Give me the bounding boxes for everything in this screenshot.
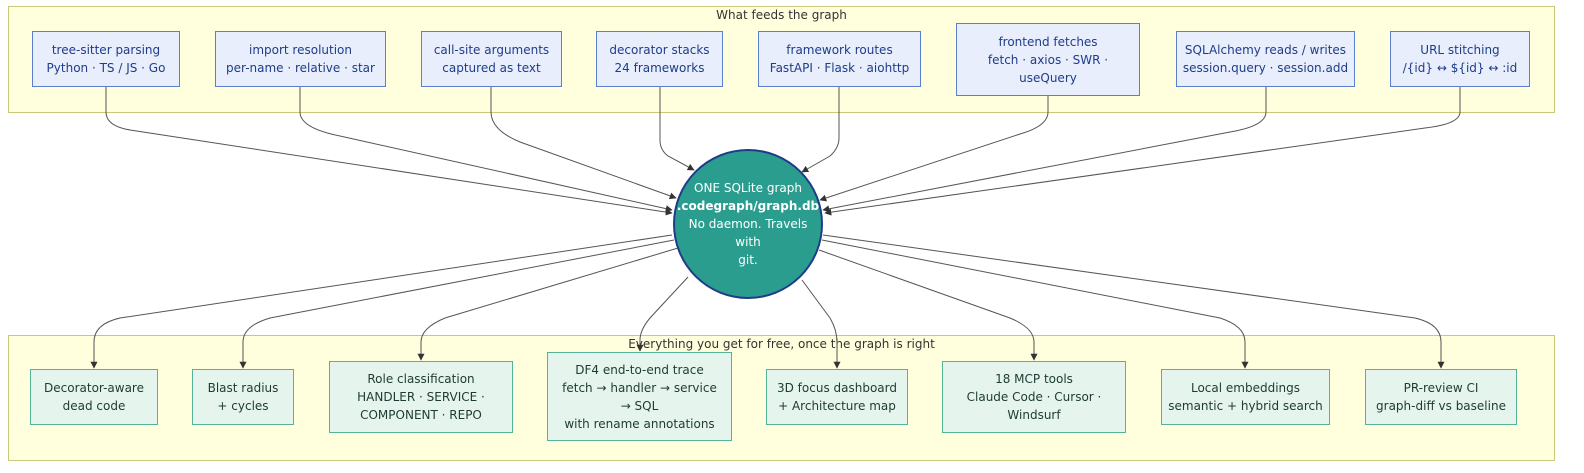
feed-node-line: import resolution <box>248 43 352 57</box>
feed-node-import-resolution: import resolution per-name · relative · … <box>215 31 386 87</box>
output-node-role-classification: Role classification HANDLER · SERVICE · … <box>329 361 513 433</box>
feed-node-line: decorator stacks <box>609 43 710 57</box>
output-node-line: DF4 end-to-end trace <box>575 362 704 377</box>
output-node-line: PR-review CI <box>1403 381 1479 395</box>
edge-out-2 <box>239 239 675 369</box>
feed-node-line: framework routes <box>786 43 893 57</box>
output-node-line: graph-diff vs baseline <box>1376 399 1506 413</box>
feed-node-line: Python · TS / JS · Go <box>46 61 166 75</box>
edge-out-1 <box>90 234 673 369</box>
feed-node-line: SQLAlchemy reads / writes <box>1184 43 1347 57</box>
output-node-line: 18 MCP tools <box>995 372 1073 386</box>
edge-out-6 <box>818 249 1038 361</box>
feeds-group-title: What feeds the graph <box>716 8 847 22</box>
edge-out-3 <box>417 247 679 361</box>
feed-node-framework-routes: framework routes FastAPI · Flask · aioht… <box>758 31 921 87</box>
output-node-line: Local embeddings <box>1190 381 1301 395</box>
output-node-line: semantic + hybrid search <box>1168 399 1323 413</box>
feed-node-line: 24 frameworks <box>614 61 705 75</box>
output-node-df4-trace: DF4 end-to-end trace fetch → handler → s… <box>547 352 732 441</box>
output-node-mcp-tools: 18 MCP tools Claude Code · Cursor · Wind… <box>942 361 1126 433</box>
output-node-line: COMPONENT · REPO <box>360 408 482 422</box>
output-node-line: 3D focus dashboard <box>776 381 897 395</box>
edge-feed-2 <box>299 87 673 213</box>
output-node-blast-radius: Blast radius + cycles <box>192 369 294 425</box>
feed-node-sqlalchemy: SQLAlchemy reads / writes session.query … <box>1176 31 1355 87</box>
feed-node-line: useQuery <box>1019 70 1077 85</box>
feed-node-line: captured as text <box>442 61 541 75</box>
feed-node-line: fetch · axios · SWR · <box>987 52 1109 67</box>
feed-node-frontend-fetches: frontend fetches fetch · axios · SWR · u… <box>956 23 1140 96</box>
hub-db-path: .codegraph/graph.db <box>676 199 820 213</box>
output-node-3d-dashboard: 3D focus dashboard + Architecture map <box>766 369 908 425</box>
output-node-line: Blast radius <box>207 381 279 395</box>
feed-node-line: session.query · session.add <box>1182 61 1349 75</box>
feed-node-call-site-arguments: call-site arguments captured as text <box>421 31 562 87</box>
output-node-pr-review-ci: PR-review CI graph-diff vs baseline <box>1365 369 1517 425</box>
output-node-line: HANDLER · SERVICE · <box>357 390 485 404</box>
output-node-line: Windsurf <box>1007 408 1061 422</box>
sqlite-graph-hub: ONE SQLite graph .codegraph/graph.db No … <box>673 149 823 299</box>
edge-feed-8 <box>824 87 1461 216</box>
edge-feed-3 <box>490 87 677 200</box>
feed-node-line: /{id} ↔ ${id} ↔ :id <box>1402 61 1518 75</box>
feed-node-line: tree-sitter parsing <box>51 43 161 57</box>
hub-line: No daemon. Travels with <box>688 217 808 249</box>
output-node-line: fetch → handler → service <box>562 380 717 395</box>
output-node-line: + cycles <box>217 399 269 413</box>
edge-out-8 <box>822 234 1445 369</box>
output-node-line: Claude Code · Cursor · <box>966 390 1102 404</box>
hub-line: git. <box>738 253 758 267</box>
output-node-dead-code: Decorator-aware dead code <box>30 369 158 425</box>
feed-node-decorator-stacks: decorator stacks 24 frameworks <box>596 31 723 87</box>
edge-out-4 <box>636 276 689 352</box>
edge-out-5 <box>801 279 841 369</box>
edge-feed-1 <box>105 87 673 216</box>
edge-feed-6 <box>819 96 1049 202</box>
feed-node-line: call-site arguments <box>433 43 550 57</box>
output-node-line: with rename annotations <box>564 416 715 431</box>
output-node-line: dead code <box>62 399 126 413</box>
edge-out-7 <box>821 239 1249 369</box>
output-node-line: + Architecture map <box>778 399 896 413</box>
edge-feed-7 <box>822 87 1267 213</box>
edge-feed-5 <box>801 87 840 173</box>
edge-feed-4 <box>659 87 695 171</box>
feed-node-url-stitching: URL stitching /{id} ↔ ${id} ↔ :id <box>1390 31 1530 87</box>
output-node-line: → SQL <box>620 398 659 413</box>
feed-node-line: FastAPI · Flask · aiohttp <box>769 61 910 75</box>
outputs-group-title: Everything you get for free, once the gr… <box>628 337 935 351</box>
feed-node-line: frontend fetches <box>998 34 1098 49</box>
feed-node-line: URL stitching <box>1420 43 1500 57</box>
feed-node-line: per-name · relative · star <box>226 61 375 75</box>
feed-node-tree-sitter: tree-sitter parsing Python · TS / JS · G… <box>32 31 180 87</box>
output-node-line: Role classification <box>367 372 475 386</box>
output-node-local-embeddings: Local embeddings semantic + hybrid searc… <box>1161 369 1330 425</box>
output-node-line: Decorator-aware <box>44 381 144 395</box>
hub-line: ONE SQLite graph <box>694 181 802 195</box>
